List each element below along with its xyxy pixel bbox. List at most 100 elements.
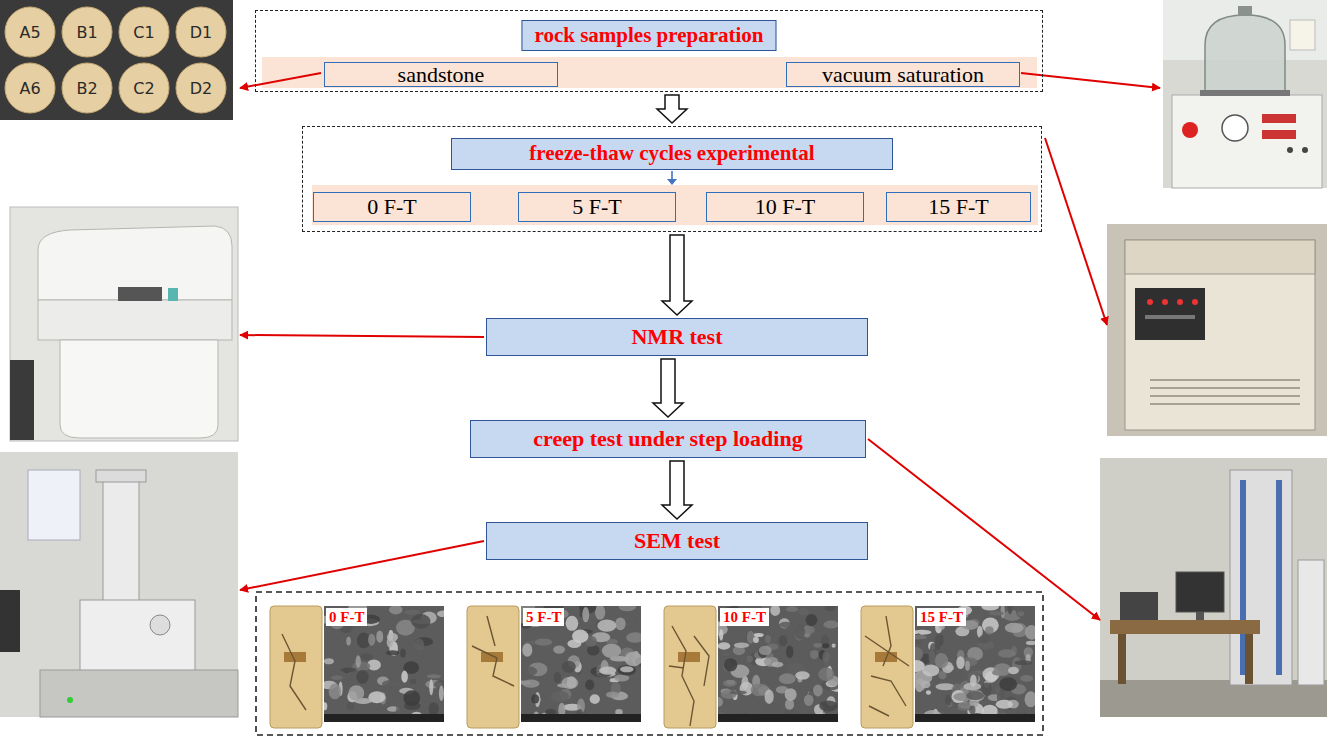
process-box: SEM test (486, 522, 868, 560)
result-panel (360, 654, 373, 660)
result-panel (859, 600, 1039, 730)
panel-label: 0 F-T (326, 608, 367, 626)
result-panel (721, 652, 731, 656)
hollow-arrow (657, 95, 687, 123)
result-panel (599, 666, 616, 674)
creep-machine-photo (1100, 458, 1327, 717)
result-panel (926, 690, 931, 694)
creep-machine-photo (1118, 634, 1126, 684)
result-panel (966, 691, 984, 700)
result-panel (590, 694, 600, 704)
result-panel (718, 606, 838, 722)
result-panel (1020, 675, 1033, 682)
result-panel (1005, 623, 1024, 633)
result-panels (268, 600, 1039, 730)
result-panel (346, 637, 351, 646)
small-blue-arrow (667, 179, 677, 185)
result-panel (625, 652, 641, 666)
sample-photo (0, 0, 233, 120)
red-leader-arrow (240, 73, 1160, 620)
result-panel (995, 686, 1000, 695)
small-blue-arrow (671, 171, 673, 180)
creep-machine-photo (1298, 560, 1324, 685)
result-panel (662, 600, 846, 730)
sample-id: A5 (19, 23, 40, 42)
result-panel (786, 645, 794, 658)
vacuum-saturation-photo (1163, 0, 1327, 188)
freeze-thaw-machine-photo (1125, 240, 1315, 274)
result-panel (602, 644, 622, 658)
result-panel (324, 714, 444, 722)
result-panel (920, 689, 939, 697)
sample-id: B2 (76, 79, 97, 98)
process-box: creep test under step loading (470, 420, 866, 458)
result-panel (387, 633, 398, 641)
results-frame (256, 592, 1043, 735)
result-panel (324, 658, 334, 664)
result-panel (822, 643, 829, 648)
result-panel (521, 606, 641, 722)
step-box: vacuum saturation (786, 62, 1020, 87)
box-text: 15 F-T (928, 194, 989, 220)
freeze-thaw-machine-photo (1145, 315, 1195, 319)
red-leader-arrow (868, 439, 1100, 620)
result-panel (348, 685, 364, 700)
creep-machine-photo (1276, 480, 1282, 675)
result-panel (869, 706, 889, 716)
result-panel (998, 649, 1016, 658)
sem-instrument-photo (0, 452, 238, 717)
result-panel (718, 642, 730, 650)
small-blue-arrow (667, 171, 677, 185)
result-panel (662, 604, 842, 730)
result-panel (595, 606, 605, 620)
vacuum-saturation-photo (1200, 90, 1290, 96)
red-leader-arrow (240, 335, 484, 337)
result-panel (606, 692, 619, 698)
result-panel (427, 674, 442, 678)
result-panel (487, 616, 495, 646)
result-panel (798, 608, 809, 616)
result-panel (996, 700, 1013, 709)
panel-label: 15 F-T (917, 608, 966, 626)
result-panel (585, 680, 594, 691)
result-panel (945, 695, 951, 706)
step-box: sandstone (324, 62, 558, 87)
result-panel (669, 666, 684, 668)
result-panel (324, 606, 444, 722)
box-text: creep test under step loading (533, 426, 802, 452)
result-panel (522, 680, 539, 688)
result-panel (597, 619, 616, 631)
result-panel (770, 606, 780, 616)
result-panel (804, 695, 814, 706)
result-panel (935, 653, 948, 668)
result-panel (551, 691, 569, 702)
result-panel (401, 671, 408, 683)
result-panel (324, 702, 327, 710)
result-panel (437, 610, 444, 617)
result-panel (821, 635, 829, 649)
result-panel (724, 658, 738, 671)
vacuum-saturation-photo (1262, 130, 1296, 139)
result-panel (747, 656, 753, 663)
result-panel (356, 670, 368, 684)
freeze-thaw-machine-photo (1107, 224, 1327, 436)
box-text: vacuum saturation (822, 62, 984, 88)
condition-box: 10 F-T (706, 192, 864, 222)
creep-machine-photo (1100, 680, 1327, 717)
creep-machine-photo (1110, 620, 1260, 634)
sample-id: B1 (76, 23, 97, 42)
creep-machine-photo (1230, 470, 1292, 685)
result-panel (522, 643, 532, 656)
group-title: rock samples preparation (521, 20, 776, 51)
vacuum-saturation-photo (1163, 0, 1327, 188)
result-panel (404, 609, 420, 615)
result-panel (915, 714, 1035, 722)
result-panel (376, 630, 383, 642)
sem-instrument-photo (103, 478, 139, 603)
freeze-thaw-machine-photo (1162, 299, 1168, 305)
result-panel (759, 646, 772, 656)
box-text: 5 F-T (572, 194, 622, 220)
result-panel (810, 650, 819, 659)
result-panel (915, 606, 1035, 722)
result-panel (865, 616, 909, 716)
